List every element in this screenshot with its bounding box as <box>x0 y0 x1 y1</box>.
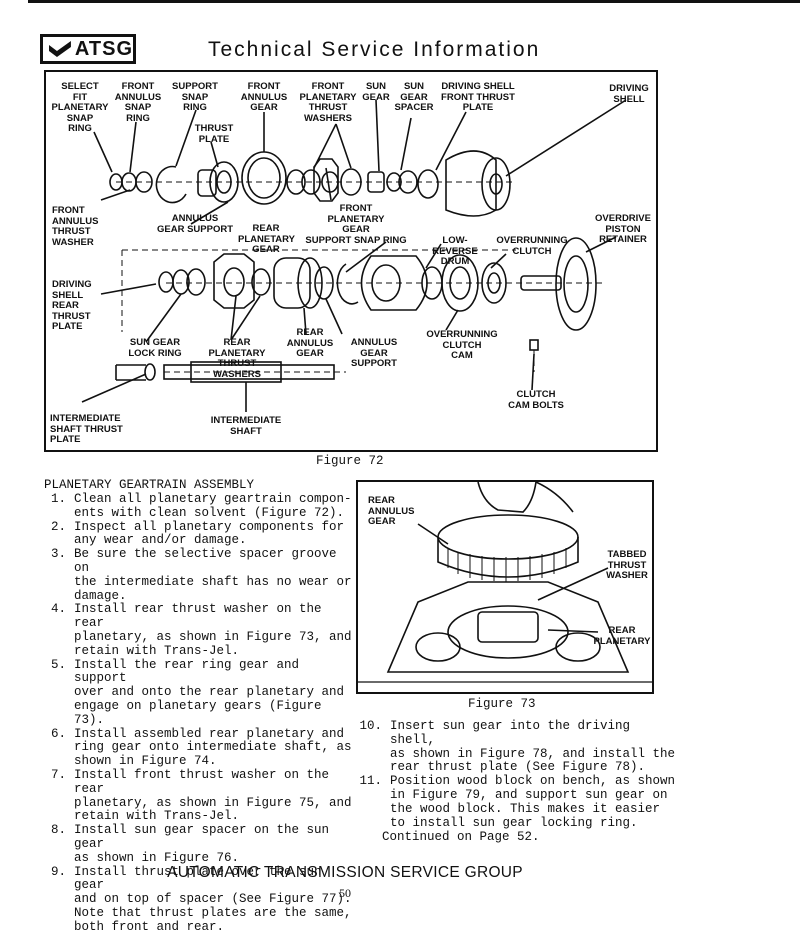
label-rear-annulus-gear: REAR ANNULUS GEAR <box>286 327 334 359</box>
label-support-snap-ring: SUPPORT SNAP RING <box>305 235 407 246</box>
label-support-snap: SUPPORT SNAP RING <box>172 81 218 113</box>
label-low-reverse-drum: LOW-REVERSE DRUM <box>432 235 478 267</box>
label-driving-shell-front: DRIVING SHELL FRONT THRUST PLATE <box>441 81 515 113</box>
footer-org: AUTOMATIC TRANSMISSION SERVICE GROUP <box>167 864 523 881</box>
label-front-planetary-gear: FRONT PLANETARY GEAR <box>327 203 385 235</box>
label-rear-planetary-thrust: REAR PLANETARY THRUST WASHERS <box>208 337 266 380</box>
figure-73-caption: Figure 73 <box>468 697 536 711</box>
logo-check-icon <box>49 41 71 57</box>
step-item: 7.Install front thrust washer on the rea… <box>50 767 352 824</box>
figure-73: REAR ANNULUS GEAR TABBED THRUST WASHER R… <box>356 480 654 694</box>
label-front-annulus-snap: FRONT ANNULUS SNAP RING <box>114 81 162 124</box>
label-annulus-gear-support: ANNULUS GEAR SUPPORT <box>156 213 233 235</box>
step-item: 3.Be sure the selective spacer groove on… <box>50 547 352 603</box>
label-clutch-cam-bolts: CLUTCH CAM BOLTS <box>508 389 564 411</box>
label-overrunning-clutch-cam: OVERRUNNING CLUTCH CAM <box>426 329 498 361</box>
label-front-planetary-thrust: FRONT PLANETARY THRUST WASHERS <box>299 81 357 124</box>
rear-planetary-photo <box>358 482 652 683</box>
label-tabbed-thrust-washer: TABBED THRUST WASHER <box>606 549 648 581</box>
label-intermediate-shaft-thrust: INTERMEDIATE SHAFT THRUST PLATE <box>50 413 123 445</box>
step-item: 1.Clean all planetary geartrain compon- … <box>50 492 352 520</box>
step-item: 11.Position wood block on bench, as show… <box>359 774 676 830</box>
label-overdrive-piston: OVERDRIVE PISTON RETAINER <box>595 213 651 245</box>
label-rear-annulus-gear: REAR ANNULUS GEAR <box>368 495 415 527</box>
label-front-annulus-thrust: FRONT ANNULUS THRUST WASHER <box>52 205 99 248</box>
label-intermediate-shaft: INTERMEDIATE SHAFT <box>210 415 282 437</box>
figure-72-caption: Figure 72 <box>316 454 384 468</box>
label-driving-shell-rear: DRIVING SHELL REAR THRUST PLATE <box>52 279 92 332</box>
logo-text: ATSG <box>74 37 133 60</box>
label-driving-shell: DRIVING SHELL <box>609 83 649 105</box>
page-number: 50 <box>339 886 351 900</box>
steps-list-right: 10.Insert sun gear into the driving shel… <box>346 719 676 830</box>
step-item: 6.Install assembled rear planetary and r… <box>50 726 352 769</box>
step-item: 5.Install the rear ring gear and support… <box>50 657 345 727</box>
step-item: 10.Insert sun gear into the driving shel… <box>359 719 676 775</box>
label-sun-gear: SUN GEAR <box>362 81 390 103</box>
label-front-annulus-gear: FRONT ANNULUS GEAR <box>240 81 288 113</box>
step-item: 2.Inspect all planetary components for a… <box>50 519 345 548</box>
label-annulus-gear-support-2: ANNULUS GEAR SUPPORT <box>350 337 398 369</box>
label-overrunning-clutch: OVERRUNNING CLUTCH <box>496 235 568 257</box>
section-title: PLANETARY GEARTRAIN ASSEMBLY <box>44 478 255 492</box>
figure-72: SELECT FIT PLANETARY SNAP RING FRONT ANN… <box>44 70 658 452</box>
label-sun-gear-spacer: SUN GEAR SPACER <box>394 81 434 113</box>
page-title: Technical Service Information <box>208 38 541 61</box>
label-thrust-plate: THRUST PLATE <box>194 123 234 145</box>
step-item: 8.Install sun gear spacer on the sun gea… <box>50 823 330 865</box>
label-rear-planetary-gear: REAR PLANETARY GEAR <box>238 223 295 255</box>
step-item: 4.Install rear thrust washer on the rear… <box>50 602 352 658</box>
exploded-view-diagram <box>81 99 627 412</box>
steps-list-left: 1.Clean all planetary geartrain compon- … <box>38 492 358 935</box>
label-select-fit: SELECT FIT PLANETARY SNAP RING <box>51 81 109 134</box>
label-rear-planetary: REAR PLANETARY <box>593 625 651 647</box>
top-rule <box>28 0 800 3</box>
continued-note: Continued on Page 52. <box>382 830 540 844</box>
atsg-logo: ATSG <box>40 34 136 64</box>
label-sun-gear-lock: SUN GEAR LOCK RING <box>128 337 182 359</box>
